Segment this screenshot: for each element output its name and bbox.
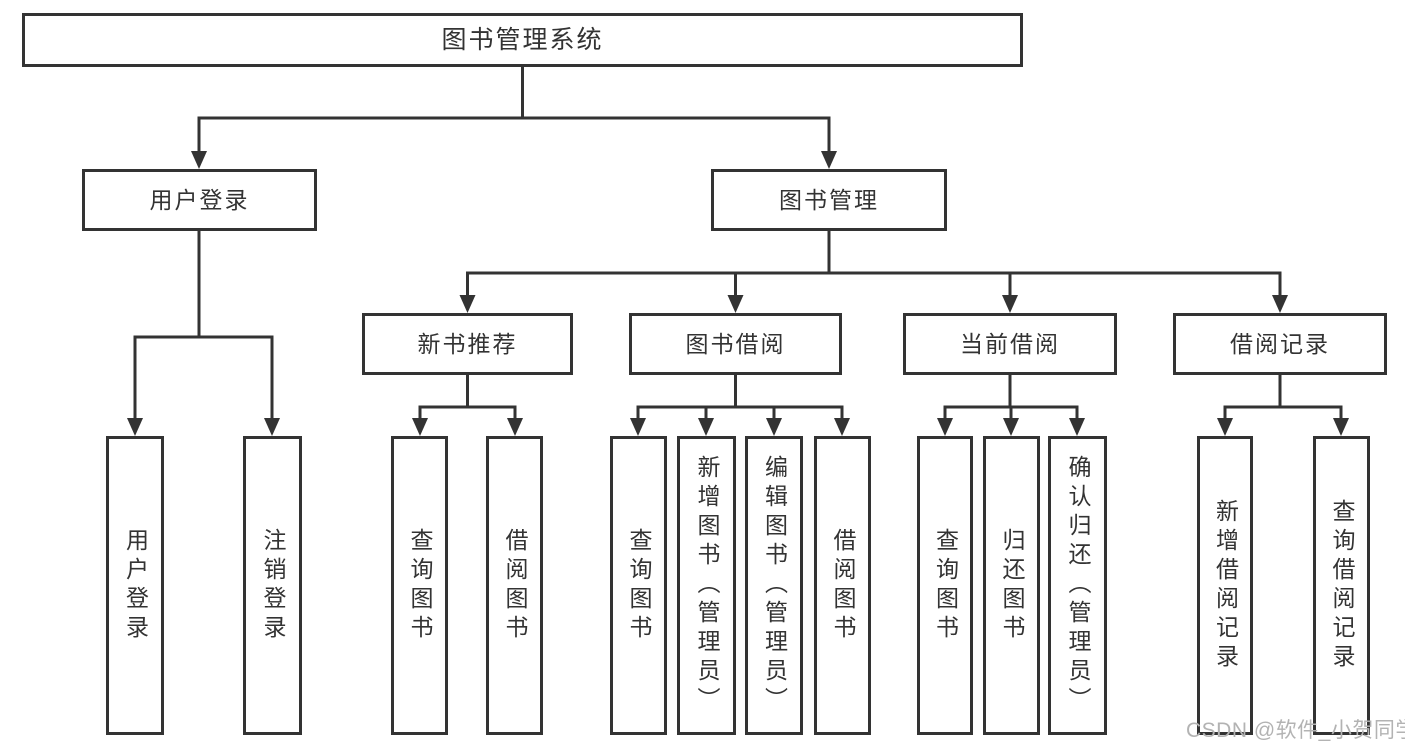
connector-currentborrow-to-children xyxy=(937,375,1085,436)
node-leaf-borrow-books-1: 借阅图书 xyxy=(486,436,543,735)
connector-newbooks-to-children xyxy=(412,375,523,436)
node-leaf-query-books-2: 查询图书 xyxy=(610,436,667,735)
node-leaf-query-borrow-record: 查询借阅记录 xyxy=(1313,436,1370,735)
connector-bookborrow-to-children xyxy=(630,375,850,436)
connector-userlogin-to-children xyxy=(127,231,280,436)
node-book-borrow: 图书借阅 xyxy=(629,313,842,375)
node-book-management: 图书管理 xyxy=(711,169,947,231)
node-leaf-add-borrow-record: 新增借阅记录 xyxy=(1197,436,1253,735)
node-leaf-edit-books-admin: 编辑图书（管理员） xyxy=(745,436,803,735)
node-root-system: 图书管理系统 xyxy=(22,13,1023,67)
node-leaf-user-login: 用户登录 xyxy=(106,436,164,735)
node-leaf-return-books: 归还图书 xyxy=(983,436,1040,735)
node-user-login: 用户登录 xyxy=(82,169,317,231)
watermark: CSDN @软件_小贺同学 xyxy=(1186,719,1405,742)
node-leaf-confirm-return-admin: 确认归还（管理员） xyxy=(1048,436,1107,735)
node-leaf-query-books-1: 查询图书 xyxy=(391,436,448,735)
node-leaf-borrow-books-2: 借阅图书 xyxy=(814,436,871,735)
connector-borrowrecords-to-children xyxy=(1217,375,1349,436)
node-new-book-recommend: 新书推荐 xyxy=(362,313,573,375)
node-leaf-logout: 注销登录 xyxy=(243,436,302,735)
node-leaf-query-books-3: 查询图书 xyxy=(917,436,973,735)
node-current-borrow: 当前借阅 xyxy=(903,313,1117,375)
node-borrow-records: 借阅记录 xyxy=(1173,313,1387,375)
connector-bookmgmt-to-level3 xyxy=(459,231,1288,313)
node-leaf-add-books-admin: 新增图书（管理员） xyxy=(677,436,736,735)
connector-root-to-level2 xyxy=(191,67,837,169)
